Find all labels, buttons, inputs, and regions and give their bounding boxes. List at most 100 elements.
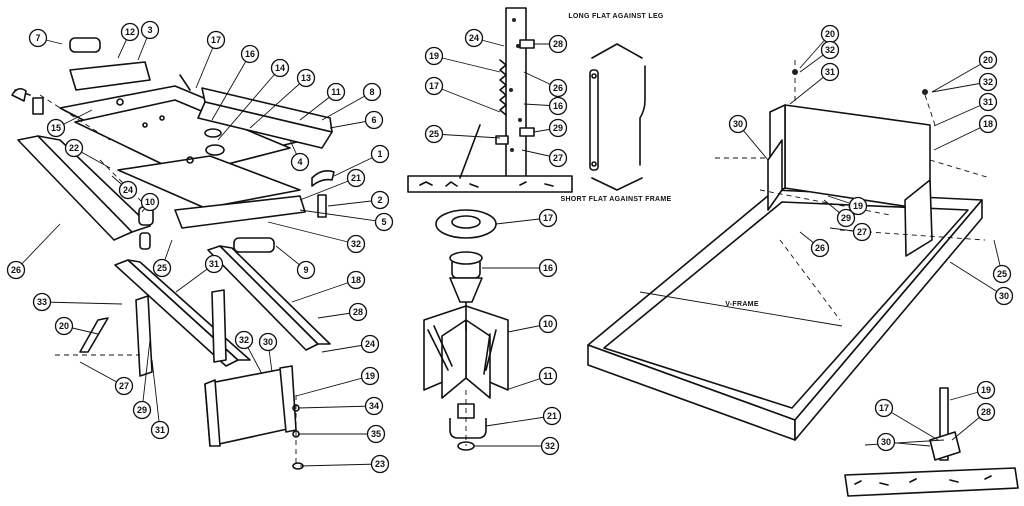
callout-number: 16 <box>553 101 563 111</box>
callout-circle <box>114 376 134 396</box>
callout-circle <box>538 258 558 278</box>
callout-number: 19 <box>981 385 991 395</box>
callout-number: 11 <box>331 87 341 97</box>
callout-circle <box>346 270 366 290</box>
callout-r19: 19 <box>827 195 868 216</box>
callout-number: 10 <box>145 197 155 207</box>
callout-circle <box>978 50 998 70</box>
callout-r29: 29 <box>823 199 856 228</box>
callout-c24b: 24 <box>321 334 380 354</box>
callout-number: 17 <box>429 81 439 91</box>
callout-leader <box>299 209 385 223</box>
deck-panel-part <box>117 155 301 209</box>
callout-number: 20 <box>983 55 993 65</box>
callout-m28: 28 <box>534 34 568 54</box>
callout-circle <box>994 286 1014 306</box>
callout-number: 27 <box>857 227 867 237</box>
callout-number: 27 <box>119 381 129 391</box>
callout-leader <box>151 359 161 431</box>
callout-s21: 21 <box>485 406 562 427</box>
callout-circle <box>152 258 172 278</box>
callout-s17: 17 <box>495 208 558 228</box>
callout-circle <box>366 424 386 444</box>
callout-c34: 34 <box>297 396 384 416</box>
callout-c28a: 28 <box>317 302 368 322</box>
callout-circle <box>204 254 224 274</box>
callout-leader <box>933 123 989 151</box>
callout-circle <box>296 68 316 88</box>
callout-number: 4 <box>297 157 302 167</box>
callout-c23: 23 <box>299 454 390 474</box>
callout-circle <box>538 314 558 334</box>
callout-circle <box>364 110 384 130</box>
callout-m24: 24 <box>464 28 505 48</box>
callout-number: 23 <box>375 459 385 469</box>
callout-number: 6 <box>371 115 376 125</box>
callout-r30a: 30 <box>728 114 769 161</box>
callout-number: 18 <box>351 275 361 285</box>
callout-circle <box>360 334 380 354</box>
callout-circle <box>346 168 366 188</box>
callout-number: 21 <box>547 411 557 421</box>
callout-circle <box>370 190 390 210</box>
callout-number: 31 <box>209 259 219 269</box>
callout-circle <box>978 72 998 92</box>
callout-number: 34 <box>369 401 379 411</box>
callout-r32a: 32 <box>799 40 840 73</box>
callout-leader <box>433 85 501 113</box>
callout-number: 26 <box>553 83 563 93</box>
callout-circle <box>464 28 484 48</box>
callout-circle <box>346 234 366 254</box>
callout-c6: 6 <box>329 110 384 130</box>
v-frame-assembly <box>587 60 991 441</box>
side-board-top-part <box>37 135 151 233</box>
callout-number: 28 <box>353 307 363 317</box>
callout-number: 30 <box>881 437 891 447</box>
callout-number: 28 <box>553 39 563 49</box>
callout-r27: 27 <box>829 222 872 242</box>
callout-circle <box>240 44 260 64</box>
top-panel-lower-part <box>74 99 291 176</box>
callout-circle <box>370 144 390 164</box>
callout-circle <box>876 432 896 452</box>
callout-leader <box>931 59 989 93</box>
left-exploded-assembly <box>11 37 335 470</box>
callout-c7: 7 <box>28 28 63 48</box>
callout-number: 25 <box>429 129 439 139</box>
callout-number: 28 <box>981 407 991 417</box>
callout-c10: 10 <box>140 192 160 213</box>
callout-c13: 13 <box>249 68 316 129</box>
callout-d19: 19 <box>949 380 996 401</box>
callout-r18: 18 <box>933 114 998 151</box>
bracket-part <box>69 61 151 91</box>
callout-number: 32 <box>239 335 249 345</box>
callout-r32b: 32 <box>931 72 998 93</box>
callout-d17: 17 <box>874 398 939 441</box>
clip-9-part <box>233 237 275 253</box>
callout-c25a: 25 <box>152 239 173 278</box>
callout-number: 26 <box>815 243 825 253</box>
middle-leg-detail <box>407 7 646 193</box>
callout-leader <box>485 415 553 427</box>
callout-m26: 26 <box>523 71 568 98</box>
callout-number: 16 <box>245 49 255 59</box>
callout-circle <box>364 396 384 416</box>
callout-number: 8 <box>369 87 374 97</box>
callout-number: 17 <box>211 35 221 45</box>
callout-number: 20 <box>59 321 69 331</box>
callout-circle <box>132 400 152 420</box>
callout-c17a: 17 <box>195 30 226 89</box>
callout-d28: 28 <box>951 402 996 441</box>
callout-number: 33 <box>37 297 47 307</box>
callout-leader <box>931 81 989 93</box>
callout-number: 22 <box>69 143 79 153</box>
callout-circle <box>140 20 160 40</box>
callout-number: 32 <box>983 77 993 87</box>
callout-number: 19 <box>365 371 375 381</box>
callout-number: 32 <box>825 45 835 55</box>
callout-circle <box>290 152 310 172</box>
callout-r31a: 31 <box>789 62 840 105</box>
callout-m27: 27 <box>521 148 568 168</box>
